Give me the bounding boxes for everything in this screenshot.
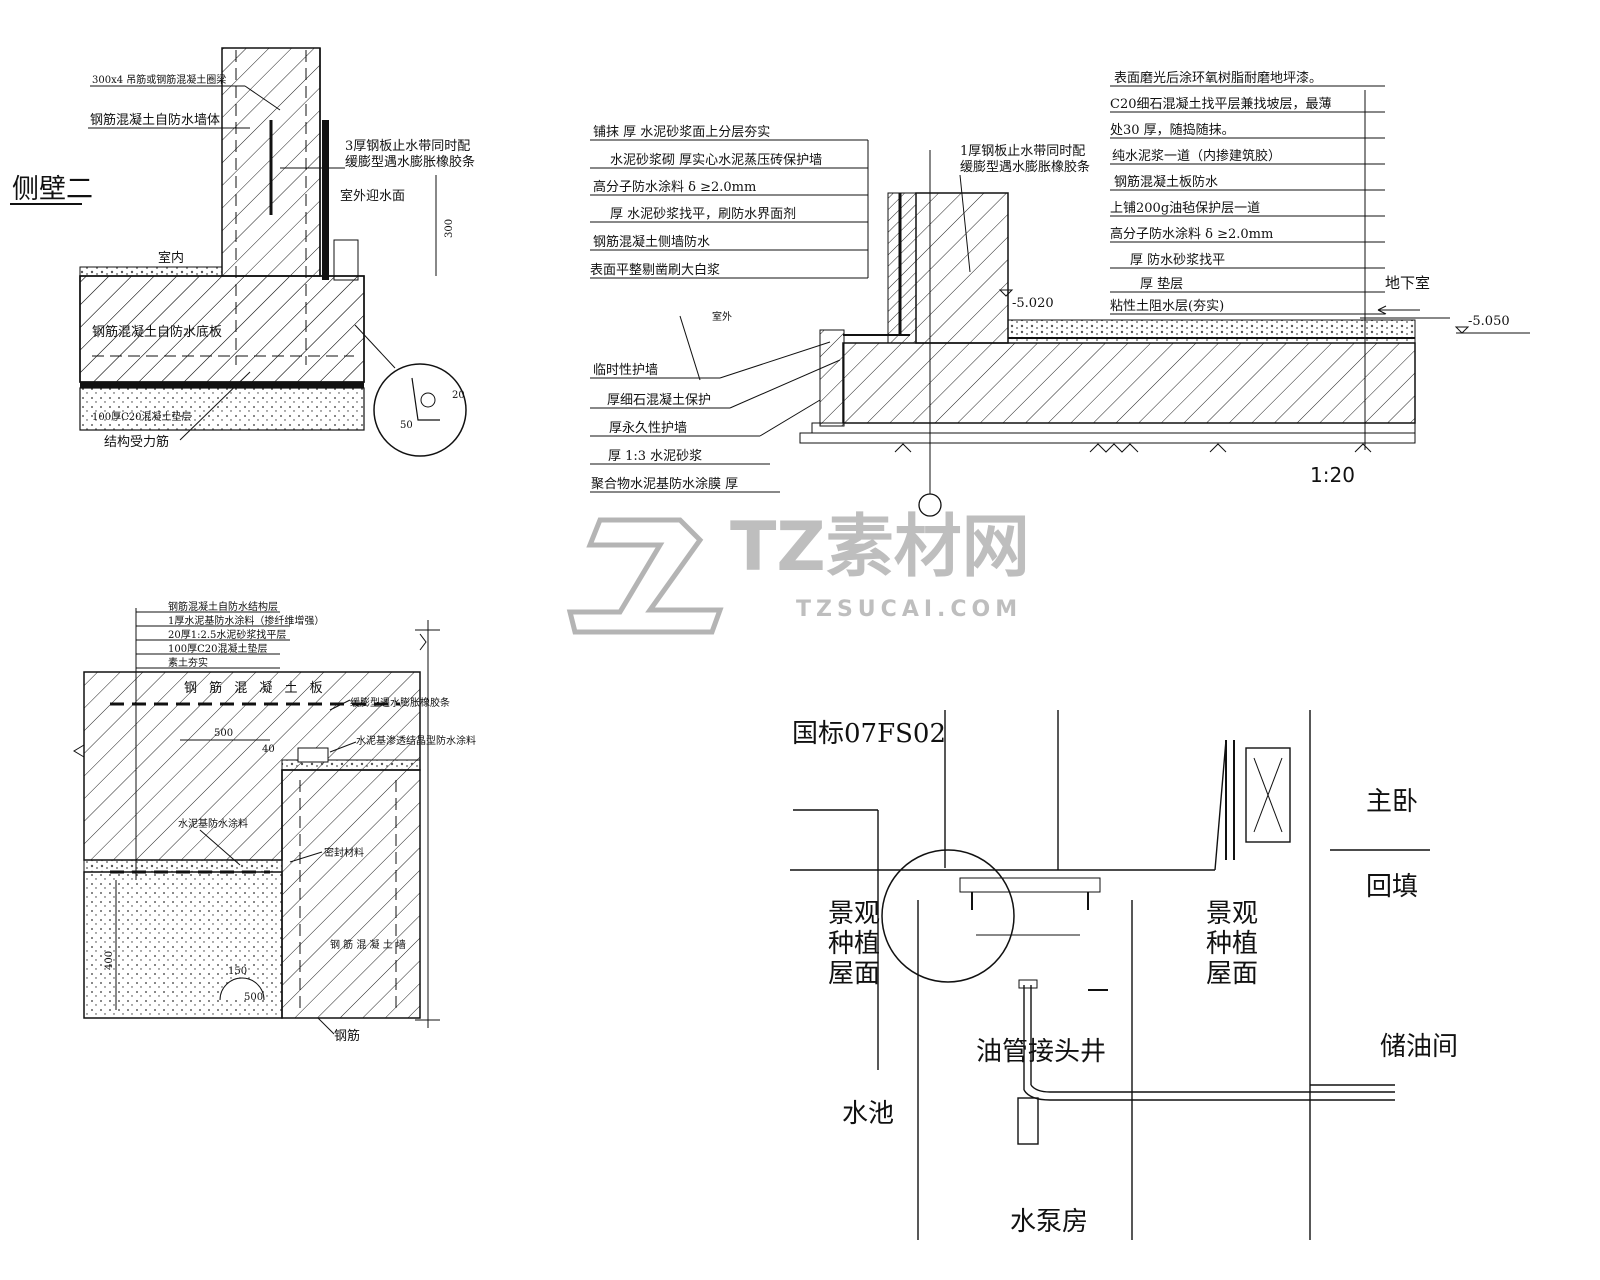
svg-text:高分子防水涂料 δ ≥2.0mm: 高分子防水涂料 δ ≥2.0mm — [593, 179, 756, 195]
detail3-legend: 钢筋混凝土自防水结构层 1厚水泥基防水涂料（掺纤维增强） 20厚1:2.5水泥砂… — [136, 600, 324, 669]
svg-text:表面磨光后涂环氧树脂耐磨地坪漆。: 表面磨光后涂环氧树脂耐磨地坪漆。 — [1114, 70, 1322, 86]
plan-backfill: 回填 — [1366, 872, 1418, 902]
detail1-label-4: 室外迎水面 — [340, 188, 405, 204]
detail2-slab — [842, 342, 1416, 424]
plan-oil-room: 国标07FS02 景观 种植 屋面 景观 种植 — [790, 710, 1458, 1240]
detail-side-wall: 侧壁二 300 50 20 300x4 吊筋或钢筋混凝 — [10, 47, 475, 457]
plan-land2-a: 景观 — [1206, 899, 1258, 929]
plan-standard: 国标07FS02 — [792, 719, 946, 749]
svg-text:表面平整剔凿刷大白浆: 表面平整剔凿刷大白浆 — [590, 262, 720, 278]
svg-text:素土夯实: 素土夯实 — [168, 656, 208, 669]
detail3-rebar: 钢筋 — [334, 1028, 360, 1044]
watermark-url: TZSUCAI.COM — [796, 597, 1022, 622]
watermark: TZ素材网 TZSUCAI.COM — [566, 508, 1030, 635]
detail3-callout4: 密封材料 — [324, 846, 364, 859]
svg-text:100厚C20混凝土垫层: 100厚C20混凝土垫层 — [168, 642, 267, 655]
svg-text:聚合物水泥基防水涂膜 厚: 聚合物水泥基防水涂膜 厚 — [591, 476, 738, 492]
svg-text:厚 垫层: 厚 垫层 — [1140, 276, 1183, 292]
detail3-callout3: 水泥基防水涂料 — [178, 817, 248, 830]
detail2-center-b: 缓膨型遇水膨胀橡胶条 — [960, 159, 1090, 175]
plan-land2-c: 屋面 — [1206, 959, 1258, 989]
watermark-brand: TZ素材网 — [730, 508, 1030, 587]
detail1-label-1: 300x4 吊筋或钢筋混凝土圈梁 — [92, 73, 226, 86]
svg-text:厚 防水砂浆找平: 厚 防水砂浆找平 — [1130, 252, 1225, 268]
svg-text:C20细石混凝土找平层兼找坡层，最薄: C20细石混凝土找平层兼找坡层，最薄 — [1110, 96, 1332, 112]
detail1-title: 侧壁二 — [12, 174, 93, 205]
svg-text:厚细石混凝土保护: 厚细石混凝土保护 — [607, 392, 711, 408]
svg-text:400: 400 — [104, 951, 115, 970]
detail1-label-7: 100厚C20混凝土垫层 — [92, 410, 191, 423]
detail2-room: 室外 — [712, 310, 732, 323]
svg-text:500: 500 — [214, 728, 233, 739]
svg-text:上铺200g油毡保护层一道: 上铺200g油毡保护层一道 — [1110, 201, 1260, 216]
svg-text:150: 150 — [228, 966, 247, 977]
detail2-lower-labels: 临时性护墙 厚细石混凝土保护 厚永久性护墙 厚 1:3 水泥砂浆 聚合物水泥基防… — [590, 341, 841, 493]
svg-text:20: 20 — [452, 390, 465, 401]
svg-text:水泥砂浆砌 厚实心水泥蒸压砖保护墙: 水泥砂浆砌 厚实心水泥蒸压砖保护墙 — [610, 153, 822, 168]
svg-text:厚 1:3 水泥砂浆: 厚 1:3 水泥砂浆 — [608, 449, 702, 464]
detail1-label-3b: 缓膨型遇水膨胀橡胶条 — [345, 154, 475, 170]
detail1-cushion — [79, 387, 365, 431]
svg-text:钢筋混凝土侧墙防水: 钢筋混凝土侧墙防水 — [593, 234, 710, 250]
plan-oil-well: 油管接头井 — [976, 1037, 1106, 1067]
detail2-elev2: -5.050 — [1468, 314, 1510, 329]
detail3-callout2: 水泥基渗透结晶型防水涂料 — [356, 734, 476, 747]
svg-text:钢筋混凝土自防水结构层: 钢筋混凝土自防水结构层 — [168, 600, 278, 613]
plan-land1-a: 景观 — [828, 899, 880, 929]
svg-text:1厚水泥基防水涂料（掺纤维增强）: 1厚水泥基防水涂料（掺纤维增强） — [168, 614, 324, 627]
svg-text:粘性土阻水层(夯实): 粘性土阻水层(夯实) — [1110, 299, 1224, 314]
svg-text:铺抹 厚 水泥砂浆面上分层夯实: 铺抹 厚 水泥砂浆面上分层夯实 — [593, 125, 770, 140]
plan-detail-circle — [881, 849, 1015, 983]
plan-master: 主卧 — [1366, 787, 1418, 817]
detail3-callout1: 缓膨型遇水膨胀橡胶条 — [350, 696, 450, 709]
detail2-axis-bubble — [918, 493, 942, 517]
svg-text:高分子防水涂料 δ ≥2.0mm: 高分子防水涂料 δ ≥2.0mm — [1110, 226, 1273, 242]
plan-land1-b: 种植 — [828, 929, 880, 959]
detail1-label-2: 钢筋混凝土自防水墙体 — [90, 112, 220, 128]
plan-land2-b: 种植 — [1206, 929, 1258, 959]
detail2-center-a: 1厚钢板止水带同时配 — [960, 144, 1085, 159]
svg-text:50: 50 — [400, 420, 413, 431]
detail1-label-5: 室内 — [158, 250, 184, 266]
svg-text:临时性护墙: 临时性护墙 — [593, 363, 658, 378]
detail1-label-8: 结构受力筋 — [104, 434, 169, 450]
plan-pump: 水泵房 — [1010, 1207, 1088, 1237]
plan-pool: 水池 — [842, 1099, 894, 1129]
detail3-wall — [281, 769, 421, 1019]
svg-text:处30 厚，随捣随抹。: 处30 厚，随捣随抹。 — [1110, 122, 1235, 138]
detail2-elev1: -5.020 — [1012, 296, 1054, 311]
plan-oil-room-label: 储油间 — [1380, 1032, 1458, 1062]
detail-basement-floor: 铺抹 厚 水泥砂浆面上分层夯实 水泥砂浆砌 厚实心水泥蒸压砖保护墙 高分子防水涂… — [590, 70, 1530, 517]
svg-text:20厚1:2.5水泥砂浆找平层: 20厚1:2.5水泥砂浆找平层 — [168, 628, 286, 641]
svg-text:纯水泥浆一道（内掺建筑胶）: 纯水泥浆一道（内掺建筑胶） — [1112, 148, 1281, 164]
detail2-left-labels: 铺抹 厚 水泥砂浆面上分层夯实 水泥砂浆砌 厚实心水泥蒸压砖保护墙 高分子防水涂… — [590, 125, 869, 279]
plan-land1-c: 屋面 — [828, 959, 880, 989]
svg-text:40: 40 — [262, 744, 275, 755]
svg-text:钢筋混凝土板防水: 钢筋混凝土板防水 — [1114, 174, 1218, 190]
svg-text:厚 水泥砂浆找平，刷防水界面剂: 厚 水泥砂浆找平，刷防水界面剂 — [610, 206, 796, 222]
svg-text:500: 500 — [244, 992, 263, 1003]
detail1-dim: 300 — [444, 219, 455, 238]
detail-slab-joint: 钢筋混凝土自防水结构层 1厚水泥基防水涂料（掺纤维增强） 20厚1:2.5水泥砂… — [73, 600, 476, 1044]
svg-text:厚永久性护墙: 厚永久性护墙 — [609, 421, 687, 436]
detail1-callout-circle — [373, 363, 467, 457]
plan-window — [1245, 747, 1291, 843]
detail2-right-labels: 表面磨光后涂环氧树脂耐磨地坪漆。 C20细石混凝土找平层兼找坡层，最薄 处30 … — [1110, 70, 1385, 315]
detail1-label-3a: 3厚钢板止水带同时配 — [345, 139, 470, 154]
detail2-basement: 地下室 — [1385, 274, 1430, 292]
detail1-label-6: 钢筋混凝土自防水底板 — [92, 324, 222, 340]
detail2-scale: 1:20 — [1310, 463, 1355, 487]
watermark-logo — [566, 517, 724, 635]
detail3-slab-label: 钢 筋 混 凝 土 板 — [184, 680, 327, 696]
detail3-wall-label: 钢 筋 混 凝 土 墙 — [330, 938, 406, 951]
